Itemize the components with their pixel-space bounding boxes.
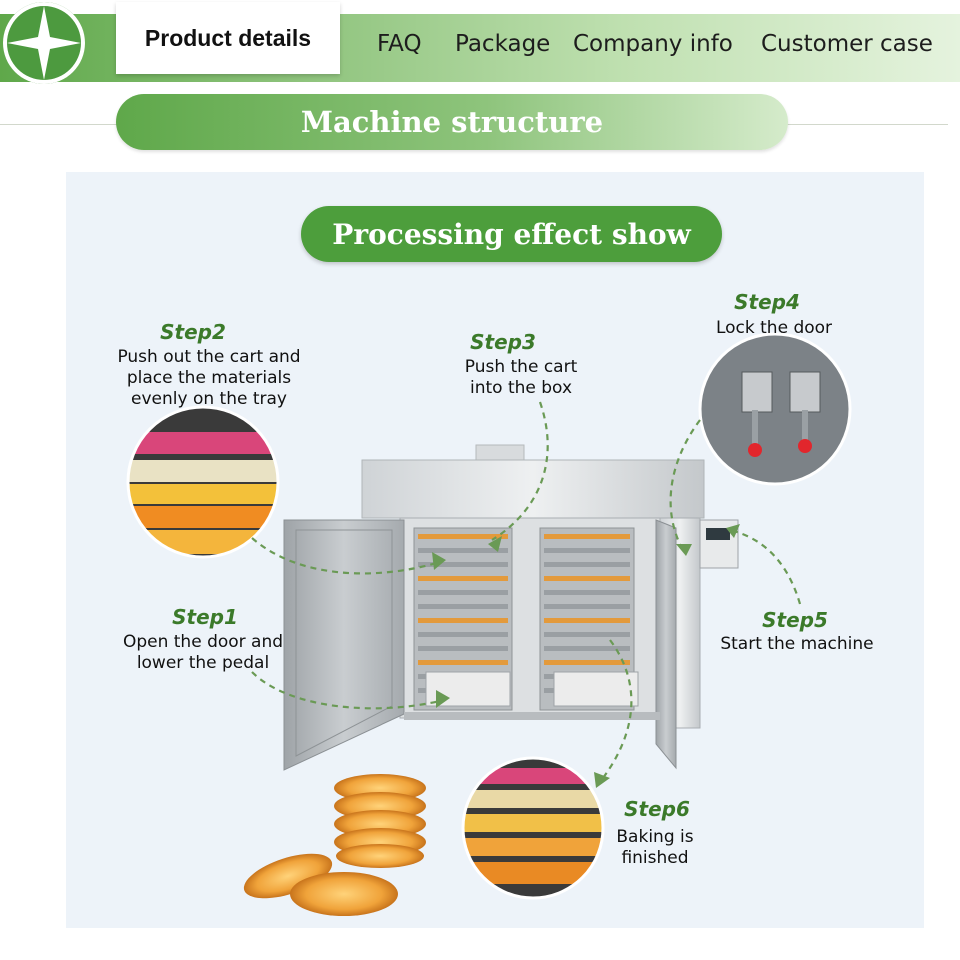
brand-logo[interactable] xyxy=(3,2,85,84)
tray-shelf xyxy=(544,604,630,609)
step4-title: Step4 xyxy=(734,290,800,314)
tray-shelf xyxy=(544,660,630,665)
arrow-step5 xyxy=(729,528,802,605)
section-title-machine-structure: Machine structure xyxy=(116,94,788,150)
arrow-step3 xyxy=(491,401,549,541)
tray-shelf xyxy=(418,562,508,567)
arrow-step6 xyxy=(599,639,633,783)
step1-desc: Open the door and lower the pedal xyxy=(100,632,306,674)
tray-shelf xyxy=(418,604,508,609)
processing-effect-title: Processing effect show xyxy=(301,206,722,262)
step6-desc: Baking is finished xyxy=(602,827,708,869)
step4-desc: Lock the door xyxy=(696,318,852,339)
tray-shelf xyxy=(418,660,508,665)
tab-company-info[interactable]: Company info xyxy=(573,31,733,57)
flow-arrows xyxy=(251,401,802,783)
tray-shelf xyxy=(418,632,508,637)
tray-stack xyxy=(418,534,639,707)
tray-shelf xyxy=(418,618,508,623)
tray-shelf xyxy=(418,534,508,539)
tray-shelf xyxy=(418,548,508,553)
step3-title: Step3 xyxy=(470,330,536,354)
tray-shelf xyxy=(544,618,630,623)
step4-lock-photo xyxy=(700,334,850,484)
tab-faq[interactable]: FAQ xyxy=(377,31,422,57)
step5-title: Step5 xyxy=(762,608,828,632)
tray-shelf xyxy=(418,646,508,651)
step5-desc: Start the machine xyxy=(704,634,890,655)
step2-desc-line3: evenly on the tray xyxy=(131,389,287,409)
step1-title: Step1 xyxy=(172,605,238,629)
step6-dried-fruit-photo xyxy=(463,758,603,898)
step3-desc-line2: into the box xyxy=(470,378,572,398)
tray-shelf xyxy=(544,576,630,581)
tray-shelf xyxy=(544,632,630,637)
step2-tray-photo xyxy=(128,407,278,557)
tray-shelf xyxy=(544,646,630,651)
step6-title: Step6 xyxy=(624,797,690,821)
step1-desc-line1: Open the door and xyxy=(122,632,284,652)
step2-desc: Push out the cart and place the material… xyxy=(92,347,326,410)
step6-desc-line2: finished xyxy=(621,848,689,868)
tray-shelf xyxy=(418,590,508,595)
step5-desc-line1: Start the machine xyxy=(720,634,874,654)
tab-customer-case[interactable]: Customer case xyxy=(761,31,933,57)
step2-desc-line2: place the materials xyxy=(126,368,292,388)
tray-shelf xyxy=(544,562,630,567)
cart-base xyxy=(553,671,639,707)
step6-desc-line1: Baking is xyxy=(616,827,694,847)
tab-package[interactable]: Package xyxy=(455,31,551,57)
tab-product-details[interactable]: Product details xyxy=(116,2,340,74)
arrow-step4 xyxy=(669,419,701,553)
step1-desc-line2: lower the pedal xyxy=(136,653,270,673)
tray-shelf xyxy=(418,576,508,581)
step4-desc-line1: Lock the door xyxy=(715,318,833,338)
dried-orange-slices xyxy=(243,774,426,916)
tray-shelf xyxy=(544,590,630,595)
tray-shelf xyxy=(544,534,630,539)
logo-star-icon xyxy=(7,6,81,80)
step2-desc-line1: Push out the cart and xyxy=(117,347,301,367)
step3-desc-line1: Push the cart xyxy=(464,357,578,377)
tray-shelf xyxy=(544,548,630,553)
arrow-step2 xyxy=(251,537,441,575)
step3-desc: Push the cart into the box xyxy=(440,357,602,399)
step2-title: Step2 xyxy=(160,320,226,344)
